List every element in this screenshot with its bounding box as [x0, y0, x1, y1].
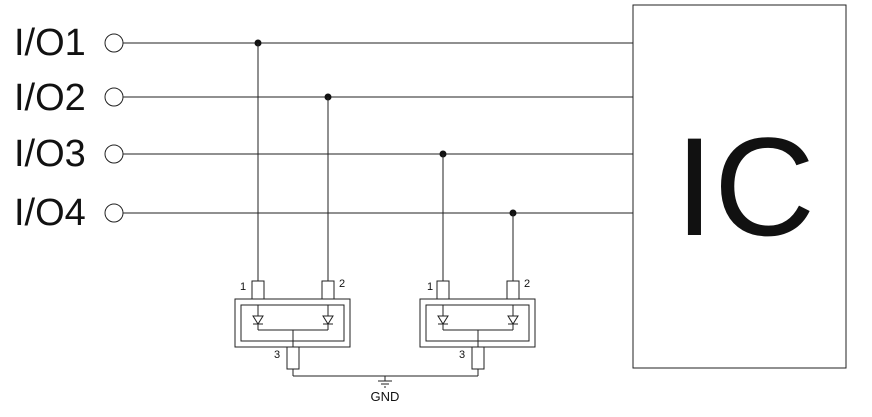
ic-label: IC	[675, 108, 815, 265]
io3-label: I/O3	[14, 133, 86, 175]
ic-block	[632, 4, 847, 369]
pin-2-label: 2	[524, 278, 530, 290]
pin-2-lead	[321, 280, 335, 300]
pin-2-lead	[506, 280, 520, 300]
pin-1-label: 1	[427, 281, 433, 293]
gnd-label: GND	[371, 389, 400, 404]
tvs-array-1: 1 2 3	[234, 278, 351, 370]
io3-terminal	[104, 144, 124, 164]
pin-1-label: 1	[240, 281, 246, 293]
tvs-array-2: 1 2 3	[419, 278, 536, 370]
pin-2-label: 2	[339, 278, 345, 290]
io2-label: I/O2	[14, 77, 86, 119]
pin-3-lead	[471, 346, 485, 370]
pin-1-lead	[251, 280, 265, 300]
pin-3-label: 3	[274, 349, 280, 361]
ground-icon	[378, 380, 392, 388]
pin-3-label: 3	[459, 349, 465, 361]
io2-terminal	[104, 87, 124, 107]
io4-terminal	[104, 203, 124, 223]
pin-1-lead	[436, 280, 450, 300]
io1-label: I/O1	[14, 22, 86, 64]
pin-3-lead	[286, 346, 300, 370]
io1-terminal	[104, 33, 124, 53]
io4-label: I/O4	[14, 192, 86, 234]
